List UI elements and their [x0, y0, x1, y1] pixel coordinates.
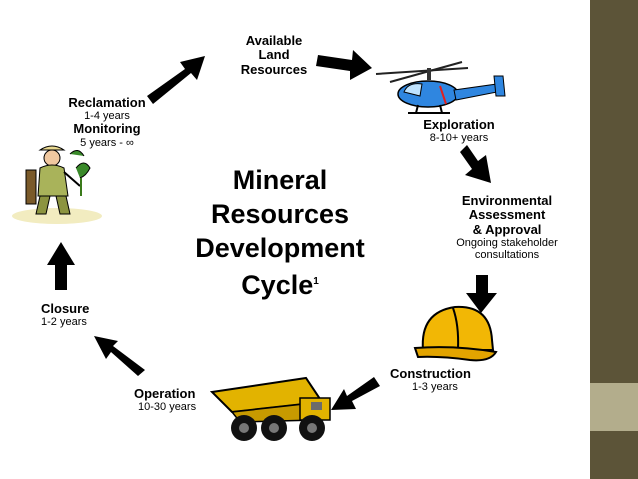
stage-available-line-1: Available	[224, 34, 324, 48]
stage-monitoring-duration: 5 years - ∞	[52, 137, 162, 149]
arrow-exploration-to-environmental	[460, 145, 491, 183]
dump-truck-icon	[212, 378, 330, 441]
stage-environmental-line-3: & Approval	[432, 223, 582, 237]
stage-monitoring-name: Monitoring	[52, 122, 162, 136]
stage-exploration-name: Exploration	[404, 118, 514, 132]
stage-operation: Operation 10-30 years	[134, 387, 224, 413]
stage-available-line-2: Land	[224, 48, 324, 62]
arrow-environmental-to-construction	[466, 275, 497, 313]
diagram-title: Mineral Resources Development Cycle1	[150, 163, 410, 302]
stage-exploration-duration: 8-10+ years	[404, 132, 514, 144]
worker-planting-icon	[12, 146, 102, 224]
arrow-closure-to-reclamation	[47, 242, 75, 290]
hard-hat-icon	[415, 307, 496, 360]
stage-environmental-assessment: Environmental Assessment & Approval Ongo…	[432, 194, 582, 261]
arrow-construction-to-operation	[331, 377, 380, 410]
title-line-2: Resources	[150, 197, 410, 231]
arrow-available-to-exploration	[316, 50, 372, 80]
arrow-operation-to-closure	[94, 336, 145, 376]
stage-operation-name: Operation	[134, 387, 224, 401]
title-line-1: Mineral	[150, 163, 410, 197]
stage-environmental-note-1: Ongoing stakeholder	[432, 237, 582, 249]
stage-construction: Construction 1-3 years	[390, 367, 500, 393]
side-accent	[590, 383, 638, 431]
stage-reclamation-name: Reclamation	[52, 96, 162, 110]
title-line-3: Development	[150, 231, 410, 265]
stage-closure: Closure 1-2 years	[41, 302, 121, 328]
stage-closure-duration: 1-2 years	[41, 316, 121, 328]
stage-environmental-line-1: Environmental	[432, 194, 582, 208]
stage-available-line-3: Resources	[224, 63, 324, 77]
stage-exploration: Exploration 8-10+ years	[404, 118, 514, 144]
title-line-4: Cycle1	[150, 265, 410, 302]
title-footnote-mark: 1	[313, 276, 319, 287]
stage-construction-duration: 1-3 years	[390, 381, 500, 393]
stage-reclamation-monitoring: Reclamation 1-4 years Monitoring 5 years…	[52, 96, 162, 149]
stage-closure-name: Closure	[41, 302, 121, 316]
stage-construction-name: Construction	[390, 367, 500, 381]
stage-environmental-line-2: Assessment	[432, 208, 582, 222]
stage-available-land-resources: Available Land Resources	[224, 34, 324, 77]
stage-operation-duration: 10-30 years	[134, 401, 224, 413]
helicopter-icon	[376, 62, 505, 113]
title-cycle-word: Cycle	[241, 270, 313, 300]
stage-environmental-note-2: consultations	[432, 249, 582, 261]
